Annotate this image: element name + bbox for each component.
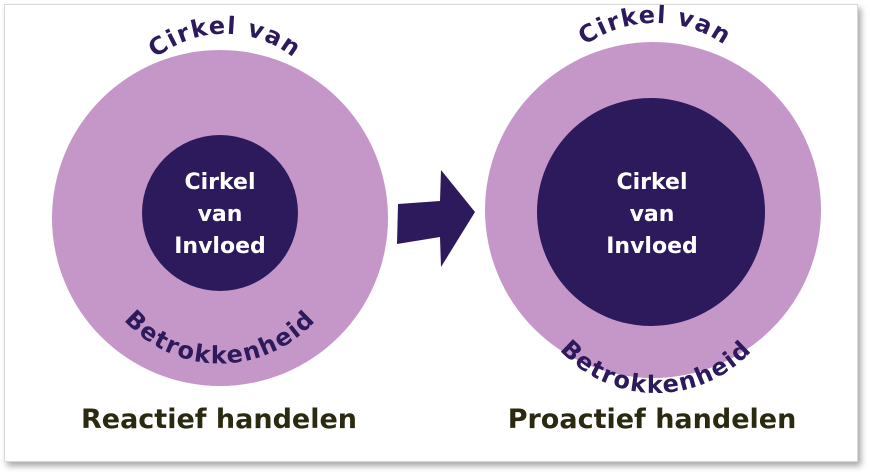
caption-reactive: Reactief handelen [81,404,357,435]
inner-label-line3-left: Invloed [174,234,266,259]
arrow-right-icon [397,170,475,267]
inner-label-line2-left: van [198,202,243,227]
inner-label-line2-right: van [630,202,675,227]
reactive-diagram: Cirkel van Betrokkenheid Cirkel van Invl… [52,11,388,435]
inner-label-line1-left: Cirkel [184,170,255,195]
circle-of-influence-left [142,135,298,291]
inner-label-line3-right: Invloed [606,234,698,259]
proactive-diagram: Cirkel van Betrokkenheid Cirkel van Invl… [485,1,821,435]
caption-proactive: Proactief handelen [508,404,797,435]
inner-label-line1-right: Cirkel [616,170,687,195]
circle-of-influence-right [537,98,765,326]
